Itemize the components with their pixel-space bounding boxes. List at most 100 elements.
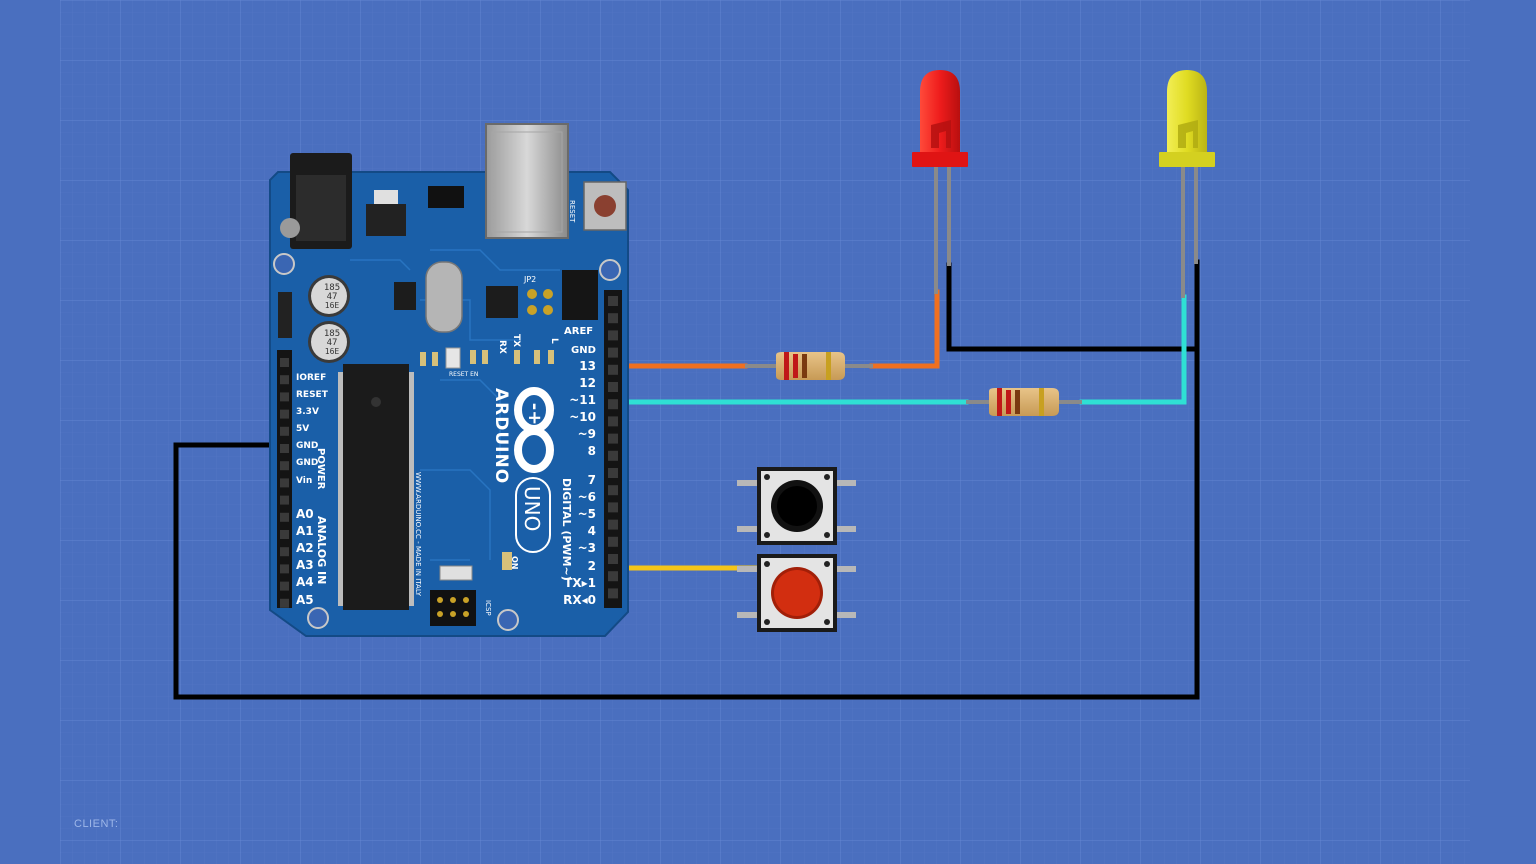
brand-label: ARDUINO [491, 388, 511, 484]
digital-pin-label: ~6 [578, 490, 596, 504]
website-label: WWW.ARDUINO.CC - MADE IN ITALY [414, 472, 422, 597]
digital-pin-label: ~5 [578, 507, 596, 521]
power-pin-label: 5V [296, 424, 309, 434]
digital-pin-label: 8 [588, 444, 596, 458]
header-pin-hole [608, 330, 618, 341]
l-led-label: L [549, 338, 559, 344]
model-label: UNO [520, 486, 544, 531]
power-pin-label: Vin [296, 476, 312, 486]
header-pin-hole [608, 468, 618, 478]
header-pin-hole [280, 409, 289, 419]
capacitor-2-label-line1: 185 [324, 329, 340, 339]
digital-pin-label: 2 [588, 559, 596, 573]
header-pin-hole [608, 416, 618, 427]
capacitor-1-label-line3: 16E [325, 301, 340, 310]
wire-ground-loop [173, 259, 1200, 700]
power-pin-label: GND [296, 441, 318, 451]
header-pin-hole [280, 444, 289, 453]
digital-pin-label: RX◂0 [563, 593, 596, 607]
capacitor-1-label-line1: 185 [324, 283, 340, 293]
icsp-label: ICSP [484, 600, 492, 616]
on-led-label: ON [510, 556, 519, 570]
power-title: POWER [315, 448, 326, 490]
led-yellow[interactable] [1159, 70, 1215, 298]
power-pin-label: GND [296, 458, 318, 468]
led-red[interactable] [912, 70, 968, 294]
analog-pin-label: A3 [296, 558, 314, 572]
analog-pin-label: A5 [296, 593, 314, 607]
client-label: CLIENT: [74, 818, 119, 830]
capacitor-1-label-line2: 47 [327, 292, 338, 302]
header-pin-hole [608, 450, 618, 461]
digital-pin-label: 13 [579, 359, 596, 373]
header-pin-hole [280, 392, 289, 402]
analog-title: ANALOG IN [315, 516, 328, 584]
wire-pin13-b [869, 289, 940, 369]
header-pin-hole [608, 571, 618, 582]
header-pin-hole [280, 461, 289, 471]
reset-button-label: RESET [568, 200, 576, 223]
header-pin-hole [608, 536, 618, 547]
push-button-black[interactable] [737, 467, 856, 545]
digital-title: DIGITAL (PWM~) [560, 478, 573, 581]
analog-pin-label: A1 [296, 524, 314, 538]
header-pin-hole [608, 399, 618, 410]
header-pin-hole [608, 296, 618, 306]
jp2-label: JP2 [523, 275, 536, 284]
header-pin-hole [608, 485, 618, 496]
header-pin-hole [608, 433, 618, 444]
arduino-uno-board: 185 47 16E 185 47 16E JP2 RESET EN RX TX… [269, 123, 629, 637]
capacitor-2-label-line2: 47 [327, 338, 338, 348]
resistor-pin13 [745, 352, 873, 380]
rx-top-label: RX [497, 340, 507, 354]
header-pin-hole [280, 375, 289, 385]
analog-pin-label: A4 [296, 575, 314, 589]
digital-pin-label: 7 [588, 473, 596, 487]
resistor-pin11 [966, 388, 1082, 416]
analog-pin-label: A2 [296, 541, 314, 555]
header-pin-hole [280, 512, 289, 522]
power-pin-label: RESET [296, 390, 329, 400]
header-pin-hole [280, 426, 289, 436]
header-pin-hole [280, 564, 289, 574]
wires [173, 259, 1200, 700]
digital-pin-label: ~9 [578, 427, 596, 441]
header-pin-hole [608, 519, 618, 530]
digital-pin-label: TX▸1 [564, 576, 596, 590]
header-pin-hole [280, 547, 289, 557]
aref-label: AREF [564, 326, 593, 337]
header-pin-hole [280, 358, 289, 367]
digital-pin-label: ~10 [569, 410, 596, 424]
header-pin-hole [280, 581, 289, 591]
header-pin-hole [608, 382, 618, 392]
header-pin-hole [280, 478, 289, 488]
header-pin-hole [280, 598, 289, 608]
gnd-top-label: GND [571, 345, 596, 356]
reset-en-label: RESET EN [449, 371, 478, 378]
wire-pin11-b [1079, 294, 1187, 405]
push-button-red[interactable] [737, 554, 856, 632]
header-pin-hole [280, 530, 289, 539]
header-pin-hole [608, 554, 618, 564]
atmega-chip [338, 364, 414, 610]
header-pin-hole [608, 313, 618, 324]
arduino-logo: -+ ARDUINO UNO [491, 387, 554, 553]
wire-ground-red-led [946, 262, 1200, 352]
tx-top-label: TX [511, 334, 521, 347]
digital-pin-label: ~3 [578, 541, 596, 555]
header-pin-hole [608, 502, 618, 513]
logo-symbols: -+ [524, 403, 545, 426]
capacitor-2-label-line3: 16E [325, 347, 340, 356]
digital-pin-label: ~11 [569, 393, 596, 407]
header-pin-hole [608, 588, 618, 599]
header-pin-hole [608, 347, 618, 358]
analog-pin-label: A0 [296, 507, 314, 521]
power-pin-label: IOREF [296, 373, 326, 383]
power-pin-label: 3.3V [296, 407, 319, 417]
power-pin-labels: IOREF RESET 3.3V 5V GND GND Vin [296, 373, 329, 486]
digital-pin-label: 4 [588, 524, 596, 538]
